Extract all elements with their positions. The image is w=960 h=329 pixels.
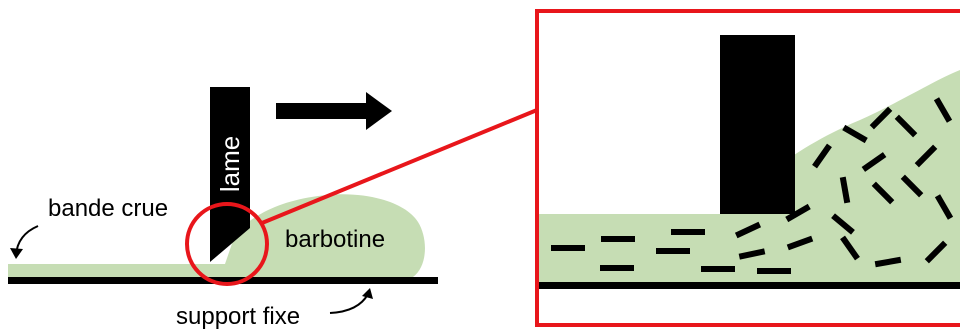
zoom-carrier-line xyxy=(539,282,960,289)
particle xyxy=(894,114,918,138)
particle xyxy=(601,236,635,242)
particle xyxy=(671,229,705,235)
particle xyxy=(786,235,814,251)
particles-aligned xyxy=(551,229,791,274)
particle xyxy=(839,176,851,204)
particle xyxy=(551,245,585,251)
particles-random xyxy=(734,97,954,268)
direction-arrow xyxy=(276,92,392,130)
doctor-blade xyxy=(210,87,250,262)
particle xyxy=(914,144,938,168)
green-tape-pointer-head xyxy=(10,248,23,259)
particle xyxy=(934,194,954,220)
particle xyxy=(656,248,690,254)
particle xyxy=(842,124,868,144)
particle xyxy=(763,177,787,199)
particle xyxy=(840,235,860,261)
particle xyxy=(871,181,895,205)
zoom-slurry xyxy=(539,70,960,285)
particle xyxy=(812,143,832,169)
carrier-label: support fixe xyxy=(176,303,300,329)
particle xyxy=(701,266,735,272)
blade-label: lame xyxy=(215,136,245,192)
particle xyxy=(900,174,924,198)
particle xyxy=(933,97,953,123)
particle xyxy=(734,221,762,239)
particle xyxy=(831,213,855,235)
fixed-carrier-line xyxy=(8,277,438,284)
particle xyxy=(738,248,766,260)
particle xyxy=(785,203,811,223)
zoom-frame xyxy=(535,9,960,327)
zoom-circle xyxy=(185,202,269,286)
particle xyxy=(924,240,948,264)
zoom-blade xyxy=(720,35,795,214)
particle xyxy=(861,152,887,172)
overview-panel: lame bande crue barbotine support fixe xyxy=(8,87,538,329)
slurry-label: barbotine xyxy=(285,226,385,253)
carrier-pointer-head xyxy=(362,288,373,299)
carrier-pointer-arrow xyxy=(329,293,369,314)
green-tape-label: bande crue xyxy=(48,195,168,222)
particle xyxy=(757,268,791,274)
zoom-connector xyxy=(261,108,538,225)
slurry-and-green-tape xyxy=(8,194,425,277)
particle xyxy=(869,106,893,130)
particle xyxy=(874,256,902,268)
particle xyxy=(600,265,634,271)
zoom-panel xyxy=(535,9,960,327)
